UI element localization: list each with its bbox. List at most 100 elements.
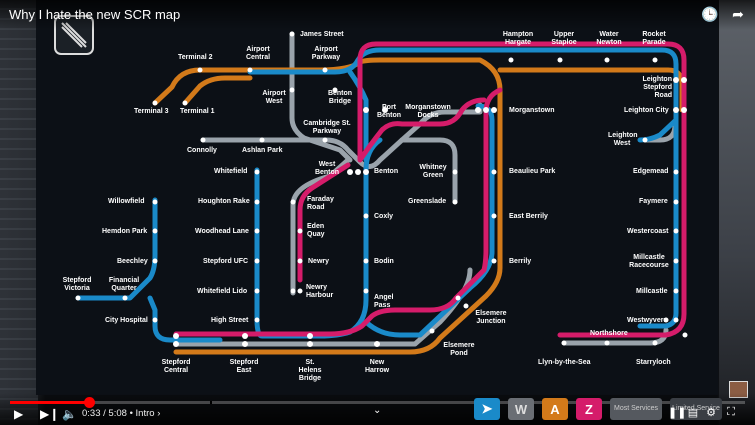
station-label: West Benton bbox=[314, 161, 340, 176]
line-blue-east bbox=[637, 117, 679, 143]
station-markers bbox=[75, 31, 688, 347]
station-label: High Street bbox=[211, 317, 249, 324]
next-icon[interactable]: ▶❙ bbox=[40, 407, 60, 421]
volume-icon[interactable]: 🔈 bbox=[62, 407, 77, 421]
line-orange-airport bbox=[182, 75, 253, 106]
station-label: Willowfield bbox=[108, 198, 145, 205]
station-label: Connolly bbox=[187, 147, 217, 154]
station-label: Woodhead Lane bbox=[195, 228, 249, 235]
station-label: Hampton Hargate bbox=[502, 31, 534, 46]
station-label: Berrily bbox=[509, 258, 532, 265]
station-label: Starryloch bbox=[636, 359, 671, 366]
play-icon[interactable]: ▶ bbox=[14, 407, 24, 421]
station-label: City Hospital bbox=[105, 317, 148, 324]
duration: 5:08 bbox=[108, 408, 127, 419]
station-label: Stepford UFC bbox=[203, 258, 249, 265]
station-label: Stepford Central bbox=[161, 359, 191, 374]
station-label: Rocket Parade bbox=[642, 31, 666, 46]
video-title[interactable]: Why I hate the new SCR map bbox=[9, 7, 181, 22]
station-label: Elsemere Junction bbox=[475, 310, 507, 325]
station-label: St. Helens Bridge bbox=[298, 359, 322, 382]
station-label: Bodin bbox=[374, 258, 394, 265]
line-blue-stepford bbox=[75, 197, 223, 343]
card-most-services[interactable]: Most Services bbox=[610, 398, 662, 420]
station-label: Benton bbox=[374, 168, 399, 175]
current-time: 0:33 bbox=[82, 408, 101, 419]
station-label: Terminal 1 bbox=[180, 108, 215, 115]
station-label: Financial Quarter bbox=[108, 277, 140, 292]
station-label: Leighton Stepford Road bbox=[642, 76, 672, 99]
time-display: 0:33 / 5:08 • Intro › bbox=[82, 408, 161, 419]
chapter-title[interactable]: Intro bbox=[135, 408, 155, 419]
station-label: Hemdon Park bbox=[102, 228, 148, 235]
station-label: Ashlan Park bbox=[242, 147, 283, 154]
station-label: Westercoast bbox=[627, 228, 669, 235]
progress-played bbox=[10, 401, 89, 404]
station-label: Terminal 3 bbox=[134, 108, 169, 115]
station-label: East Berrily bbox=[509, 213, 548, 220]
station-label: Edgemead bbox=[633, 168, 669, 175]
station-label: Angel Pass bbox=[374, 294, 394, 309]
chevron-down-icon[interactable]: ⌄ bbox=[373, 405, 382, 416]
captions-icon[interactable]: ▤ bbox=[687, 407, 699, 419]
line-pink-loop bbox=[357, 97, 487, 163]
station-label: Newry Harbour bbox=[306, 284, 334, 299]
station-label: Cambridge St. Parkway bbox=[303, 120, 351, 135]
station-label: Beaulieu Park bbox=[509, 168, 556, 175]
station-label: Morganstown Docks bbox=[405, 104, 451, 119]
chapter-marker bbox=[210, 401, 212, 404]
station-label: Llyn-by-the-Sea bbox=[538, 359, 591, 366]
station-label: Benton Bridge bbox=[327, 90, 353, 105]
card-limited-service[interactable]: Limited Service bbox=[670, 398, 722, 420]
station-label: Airport Central bbox=[245, 46, 271, 61]
pause-icon[interactable]: ❚❚ bbox=[668, 407, 687, 419]
card-z-icon[interactable]: Z bbox=[576, 398, 602, 420]
station-label: Coxly bbox=[374, 213, 394, 220]
settings-icon[interactable]: ⚙ bbox=[706, 407, 716, 419]
station-label: Whitefield bbox=[214, 168, 248, 175]
station-label: Whitney Green bbox=[419, 164, 447, 179]
progress-bar[interactable] bbox=[10, 397, 745, 408]
station-label: Beechley bbox=[117, 258, 148, 265]
station-label: Leighton West bbox=[608, 132, 638, 147]
station-label: Newry bbox=[308, 258, 330, 265]
line-blue-main bbox=[247, 47, 679, 329]
station-label: Elsemere Pond bbox=[443, 342, 475, 357]
station-label: Northshore bbox=[590, 330, 628, 337]
end-cards: ➤ W A Z Most Services Limited Service bbox=[474, 398, 722, 420]
station-label: Airport Parkway bbox=[311, 46, 341, 61]
station-label: Faraday Road bbox=[307, 196, 334, 211]
background-building-left bbox=[0, 0, 38, 425]
station-label: Whitefield Lido bbox=[197, 288, 248, 295]
share-icon[interactable]: ➦ bbox=[732, 6, 744, 22]
station-label: Millcastle Racecourse bbox=[629, 254, 669, 269]
station-label: Millcastle bbox=[636, 288, 668, 295]
station-label: Greenslade bbox=[408, 198, 447, 205]
progress-scrubber[interactable] bbox=[83, 397, 95, 408]
station-label: Houghton Rake bbox=[198, 198, 250, 205]
line-grey-connolly bbox=[200, 137, 458, 205]
station-label: Morganstown bbox=[509, 107, 555, 114]
station-label: New Harrow bbox=[364, 359, 390, 374]
station-label: Port Benton bbox=[376, 104, 402, 119]
station-label: Upper Staploe bbox=[551, 31, 577, 46]
card-a-icon[interactable]: A bbox=[542, 398, 568, 420]
station-label: Terminal 2 bbox=[178, 54, 213, 61]
station-label: Leighton City bbox=[624, 107, 669, 114]
card-blue-icon[interactable]: ➤ bbox=[474, 398, 500, 420]
card-w-icon[interactable]: W bbox=[508, 398, 534, 420]
fullscreen-icon[interactable]: ⛶ bbox=[727, 406, 735, 418]
line-pink-main bbox=[357, 41, 687, 338]
station-label: James Street bbox=[300, 31, 344, 38]
station-label: Water Newton bbox=[596, 31, 622, 46]
watch-later-icon[interactable]: 🕒 bbox=[701, 6, 719, 22]
background-building-right bbox=[719, 0, 755, 425]
player-top-bar: Why I hate the new SCR map 🕒 ➦ bbox=[0, 0, 755, 30]
line-pink-newry bbox=[297, 162, 351, 283]
station-label: Eden Quay bbox=[307, 223, 325, 238]
station-label: Westwyvern bbox=[627, 317, 668, 324]
station-label: Airport West bbox=[262, 90, 286, 105]
